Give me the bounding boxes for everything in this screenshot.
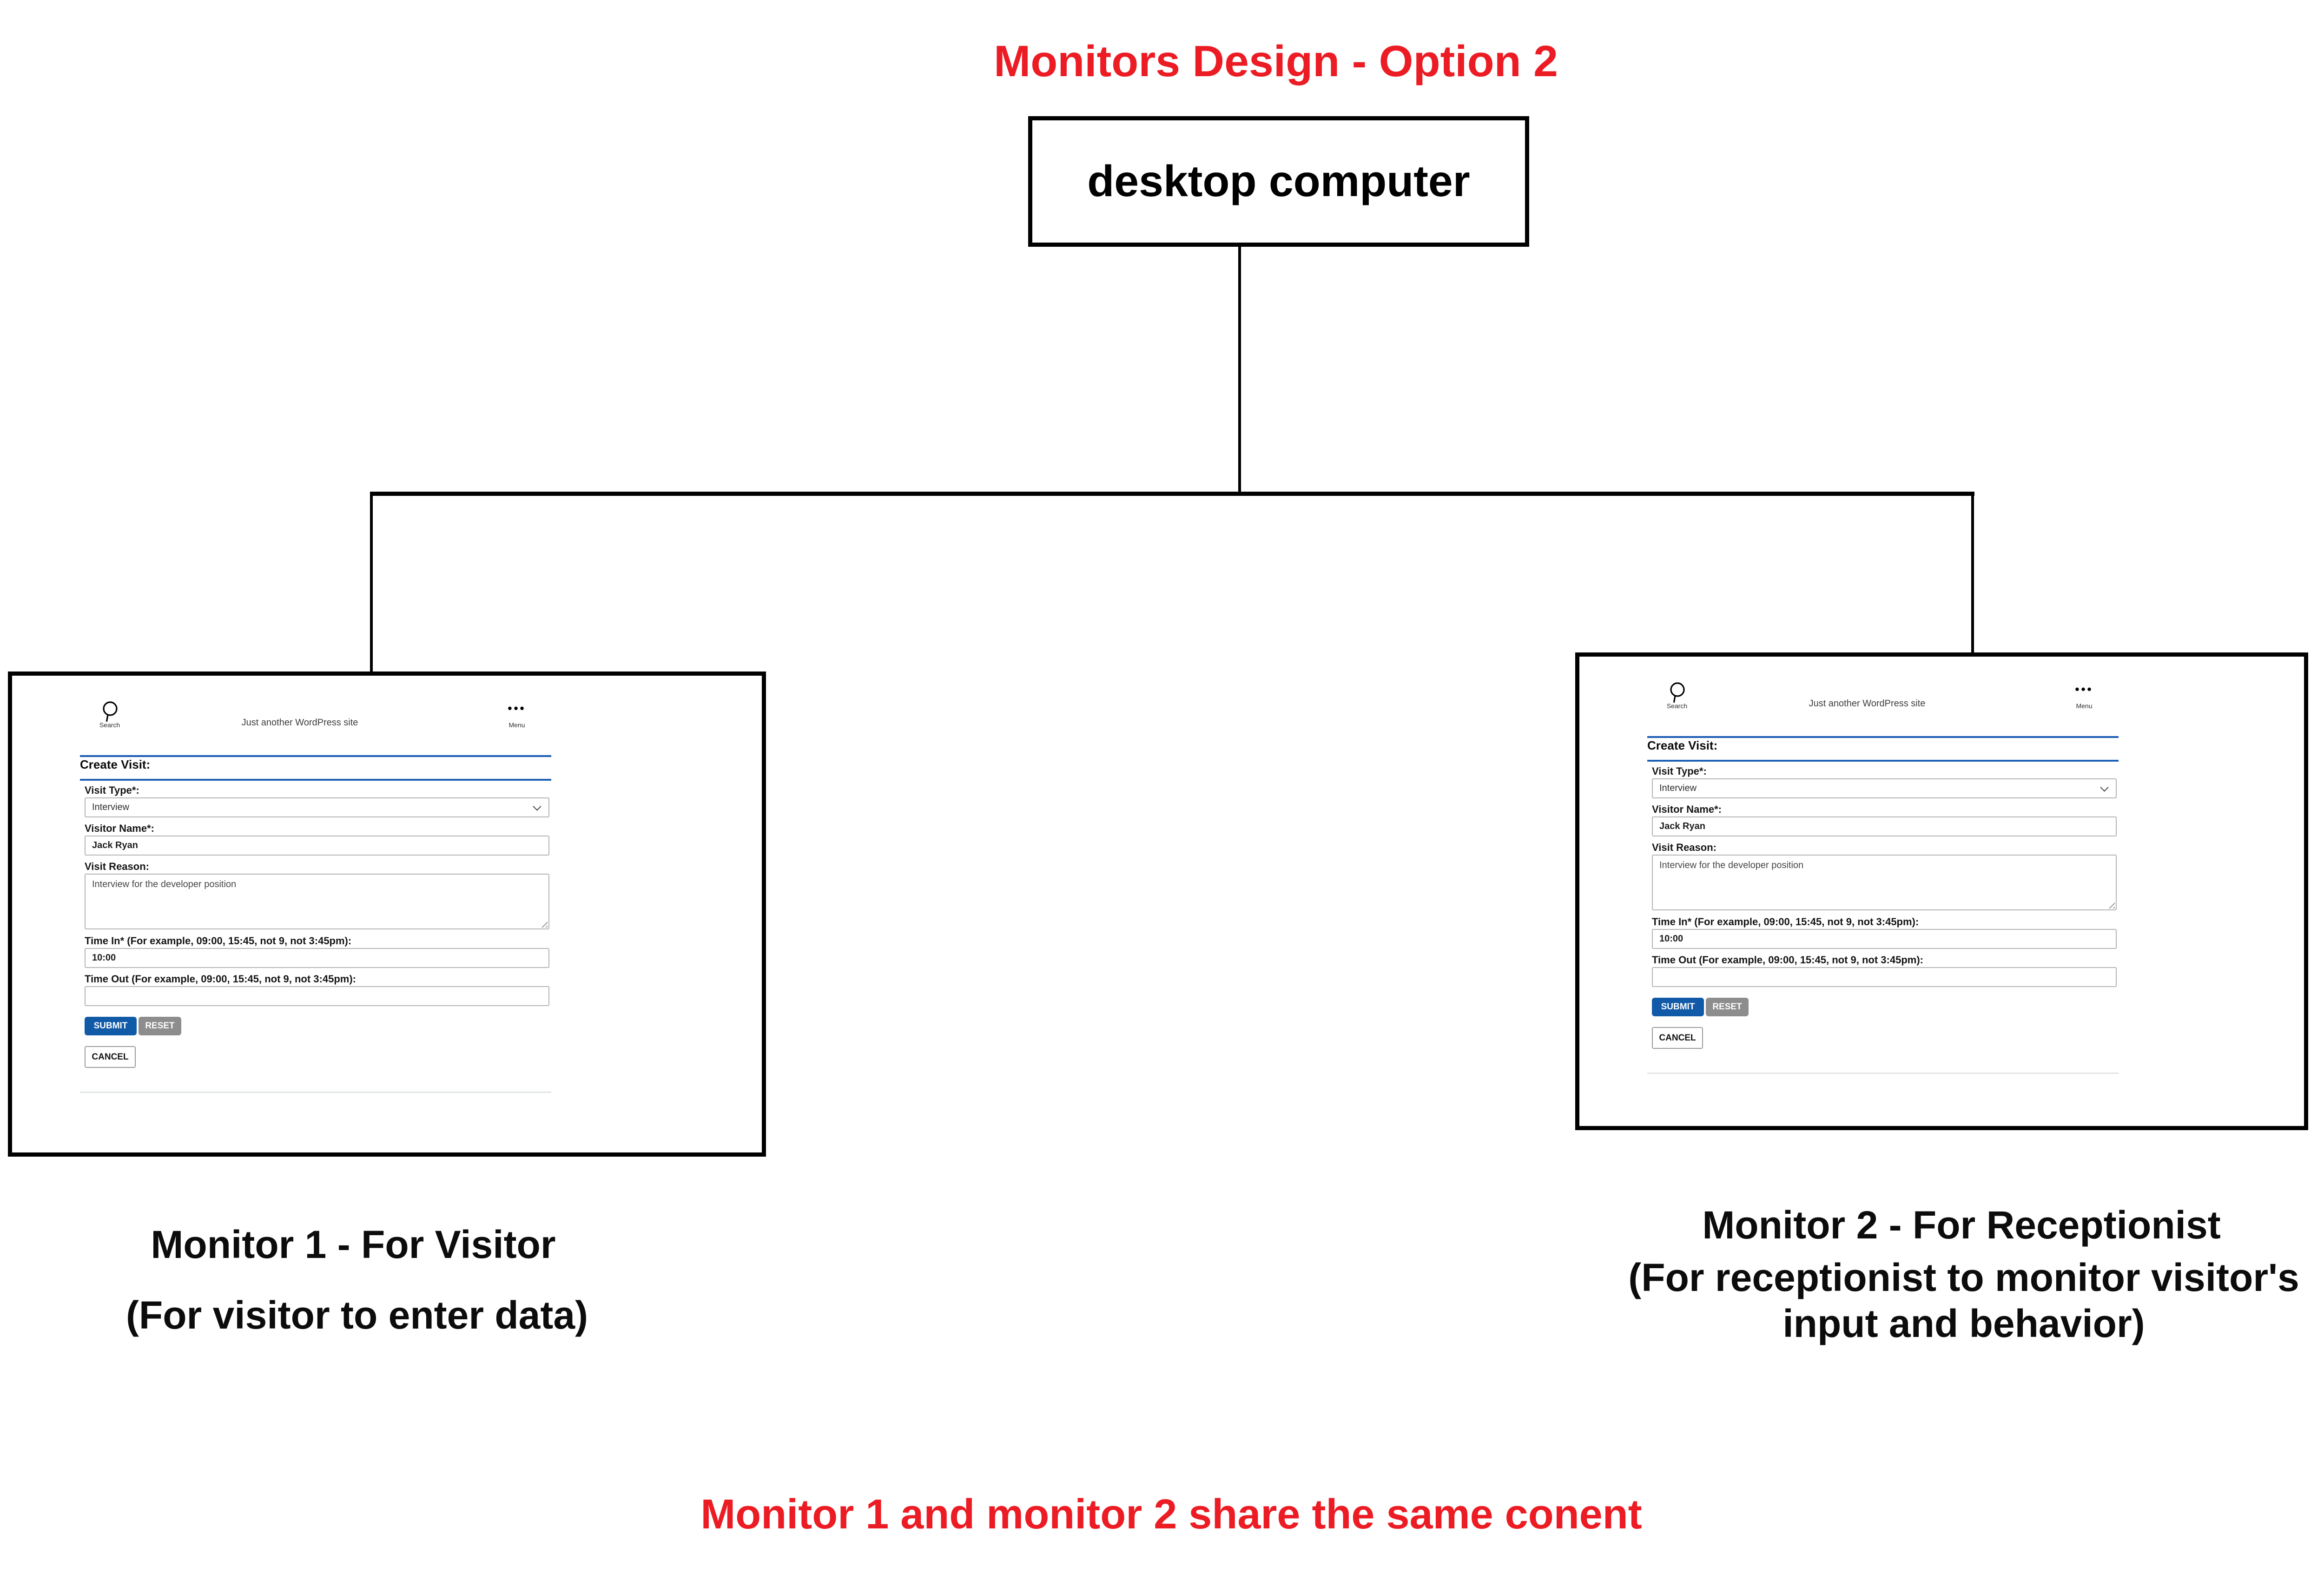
monitor-1-screen: Search Just another WordPress site ••• M… (8, 672, 766, 1157)
heading-rule-top (80, 755, 551, 757)
monitor-2-caption-line1: Monitor 2 - For Receptionist (1702, 1203, 2221, 1247)
visit-reason-textarea[interactable]: Interview for the developer position (85, 874, 549, 929)
time-in-input[interactable] (1652, 929, 2117, 949)
visitor-name-label: Visitor Name*: (1652, 803, 1722, 815)
connector-computer-stem (1238, 247, 1241, 495)
time-out-label: Time Out (For example, 09:00, 15:45, not… (85, 973, 356, 985)
chevron-down-icon (533, 802, 541, 811)
reset-button[interactable]: RESET (1706, 998, 1749, 1016)
visit-reason-textarea[interactable]: Interview for the developer position (1652, 855, 2117, 910)
footer-divider (1647, 1073, 2119, 1074)
time-in-label: Time In* (For example, 09:00, 15:45, not… (85, 935, 352, 947)
submit-button[interactable]: SUBMIT (85, 1017, 137, 1035)
visit-reason-value: Interview for the developer position (92, 879, 237, 889)
visit-type-select[interactable]: Interview (1652, 778, 2117, 798)
search-icon[interactable] (1667, 681, 1687, 706)
form-heading: Create Visit: (1647, 738, 1718, 752)
menu-label[interactable]: Menu (508, 721, 525, 729)
site-title: Just another WordPress site (1809, 698, 1926, 709)
search-icon[interactable] (99, 700, 120, 725)
visit-reason-value: Interview for the developer position (1659, 860, 1804, 870)
monitor-1-caption-line2: (For visitor to enter data) (125, 1293, 588, 1337)
footer-divider (80, 1092, 551, 1093)
resize-handle-icon[interactable] (541, 921, 548, 928)
footer-note: Monitor 1 and monitor 2 share the same c… (700, 1491, 1642, 1538)
monitor-2-screen: Search Just another WordPress site ••• M… (1575, 652, 2308, 1130)
monitor-1-caption-line1: Monitor 1 - For Visitor (151, 1223, 556, 1266)
desktop-computer-label: desktop computer (1087, 157, 1470, 206)
connector-right-drop (1971, 492, 1974, 654)
site-title: Just another WordPress site (241, 718, 358, 728)
form-heading: Create Visit: (80, 757, 151, 771)
menu-dots-icon[interactable]: ••• (508, 701, 526, 715)
visitor-name-input[interactable] (1652, 816, 2117, 836)
cancel-button[interactable]: CANCEL (1652, 1027, 1703, 1049)
diagram-title: Monitors Design - Option 2 (994, 37, 1558, 86)
resize-handle-icon[interactable] (2108, 902, 2115, 908)
connector-left-drop (370, 492, 373, 673)
monitor-2-caption-line2-3: (For receptionist to monitor visitor's i… (1628, 1255, 2299, 1347)
visit-reason-label: Visit Reason: (85, 861, 149, 872)
time-out-input[interactable] (85, 986, 549, 1006)
heading-rule-bottom (1647, 760, 2119, 762)
visit-type-value: Interview (1659, 783, 1697, 793)
time-in-label: Time In* (For example, 09:00, 15:45, not… (1652, 916, 1919, 928)
submit-button[interactable]: SUBMIT (1652, 998, 1704, 1016)
menu-label[interactable]: Menu (2076, 702, 2093, 710)
chevron-down-icon (2100, 783, 2109, 792)
monitor-2-caption-line2: (For receptionist to monitor visitor's (1628, 1256, 2299, 1299)
reset-button[interactable]: RESET (139, 1017, 181, 1035)
visit-type-label: Visit Type*: (85, 784, 139, 796)
cancel-button[interactable]: CANCEL (85, 1046, 136, 1068)
monitor-2-caption-line3: input and behavior) (1783, 1302, 2145, 1346)
connector-horizontal (371, 492, 1974, 496)
visit-type-value: Interview (92, 802, 130, 812)
search-label[interactable]: Search (99, 721, 120, 729)
heading-rule-top (1647, 736, 2119, 738)
visitor-name-input[interactable] (85, 836, 549, 856)
menu-dots-icon[interactable]: ••• (2075, 682, 2093, 696)
search-label[interactable]: Search (1666, 702, 1688, 710)
time-in-input[interactable] (85, 948, 549, 968)
visitor-name-label: Visitor Name*: (85, 823, 154, 834)
visit-type-select[interactable]: Interview (85, 797, 549, 817)
visit-reason-label: Visit Reason: (1652, 842, 1717, 853)
heading-rule-bottom (80, 779, 551, 781)
desktop-computer-node: desktop computer (1028, 116, 1529, 247)
time-out-label: Time Out (For example, 09:00, 15:45, not… (1652, 954, 1923, 966)
visit-type-label: Visit Type*: (1652, 765, 1707, 777)
time-out-input[interactable] (1652, 967, 2117, 987)
